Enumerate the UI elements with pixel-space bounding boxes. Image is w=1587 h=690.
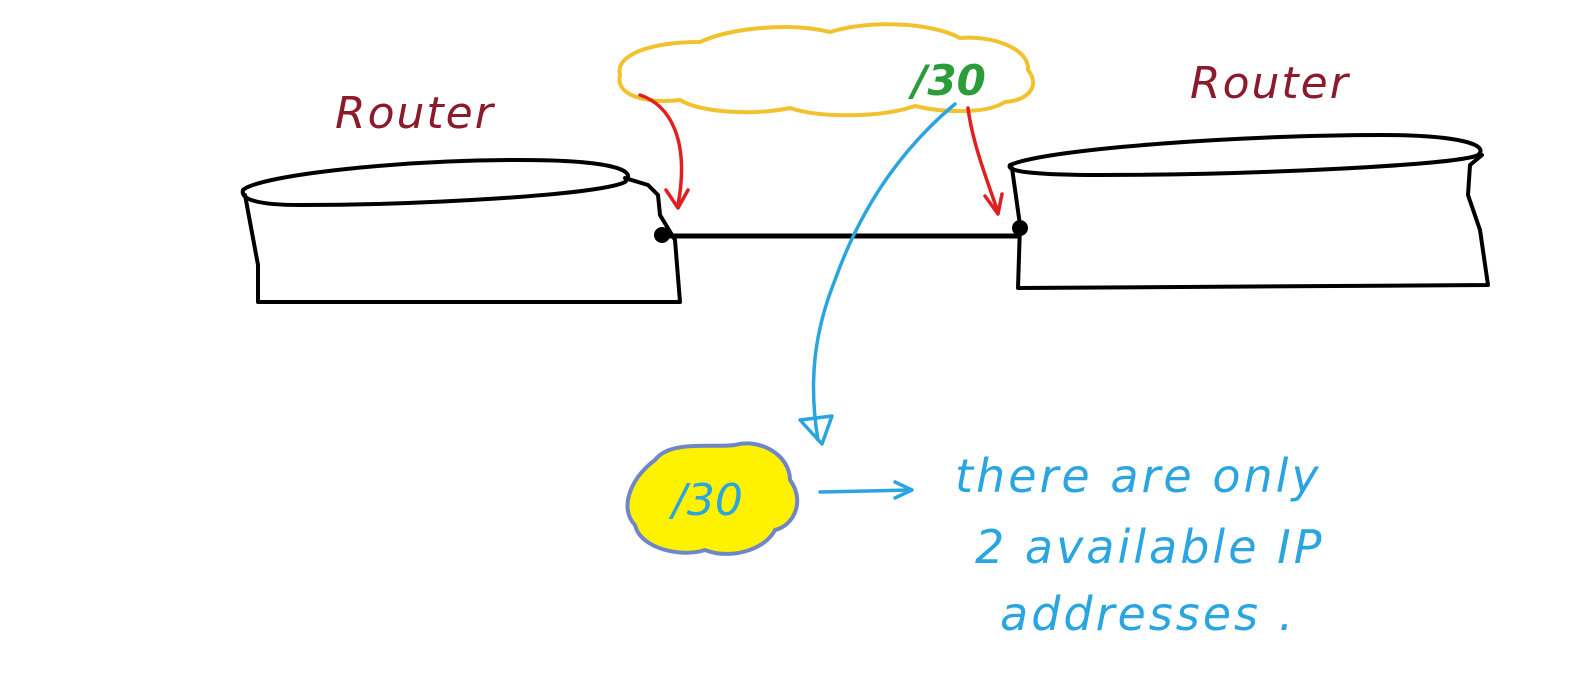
left-interface-dot xyxy=(654,227,670,243)
blue-arrow-right xyxy=(818,480,914,500)
left-router: Router xyxy=(240,88,682,304)
blue-right-line xyxy=(818,488,912,494)
blue-arrow-down xyxy=(798,102,957,446)
blue-curve xyxy=(811,102,957,442)
right-router-top-icon xyxy=(1007,132,1483,178)
red-arrow-right xyxy=(966,106,1000,214)
note: there are only 2 available IP addresses … xyxy=(955,449,1324,641)
blue-arrow-head-icon xyxy=(798,414,834,446)
red-arrow-left-head-icon xyxy=(664,188,690,210)
router-link xyxy=(654,220,1028,243)
red-arrow-right-head-icon xyxy=(983,192,1004,216)
cloud-prefix-label: /30 xyxy=(907,56,986,105)
note-line-3: addresses . xyxy=(1000,587,1296,641)
blob-prefix-label: /30 xyxy=(668,475,743,526)
cloud-shape-icon xyxy=(617,22,1035,118)
right-interface-dot xyxy=(1012,220,1028,236)
highlight-blob: /30 xyxy=(625,441,800,556)
right-router-label: Router xyxy=(1190,58,1351,109)
left-router-top-icon xyxy=(240,157,630,208)
blob-shape-icon xyxy=(625,441,800,556)
note-line-2: 2 available IP xyxy=(975,520,1324,574)
right-router: Router xyxy=(1007,58,1490,290)
left-router-body-icon xyxy=(243,176,682,304)
red-arrow-left xyxy=(638,93,684,207)
note-line-1: there are only xyxy=(955,449,1322,503)
left-router-label: Router xyxy=(335,88,496,139)
subnet-cloud: /30 xyxy=(617,22,1035,118)
red-arrows xyxy=(638,93,1004,216)
blue-right-head-icon xyxy=(893,480,914,500)
